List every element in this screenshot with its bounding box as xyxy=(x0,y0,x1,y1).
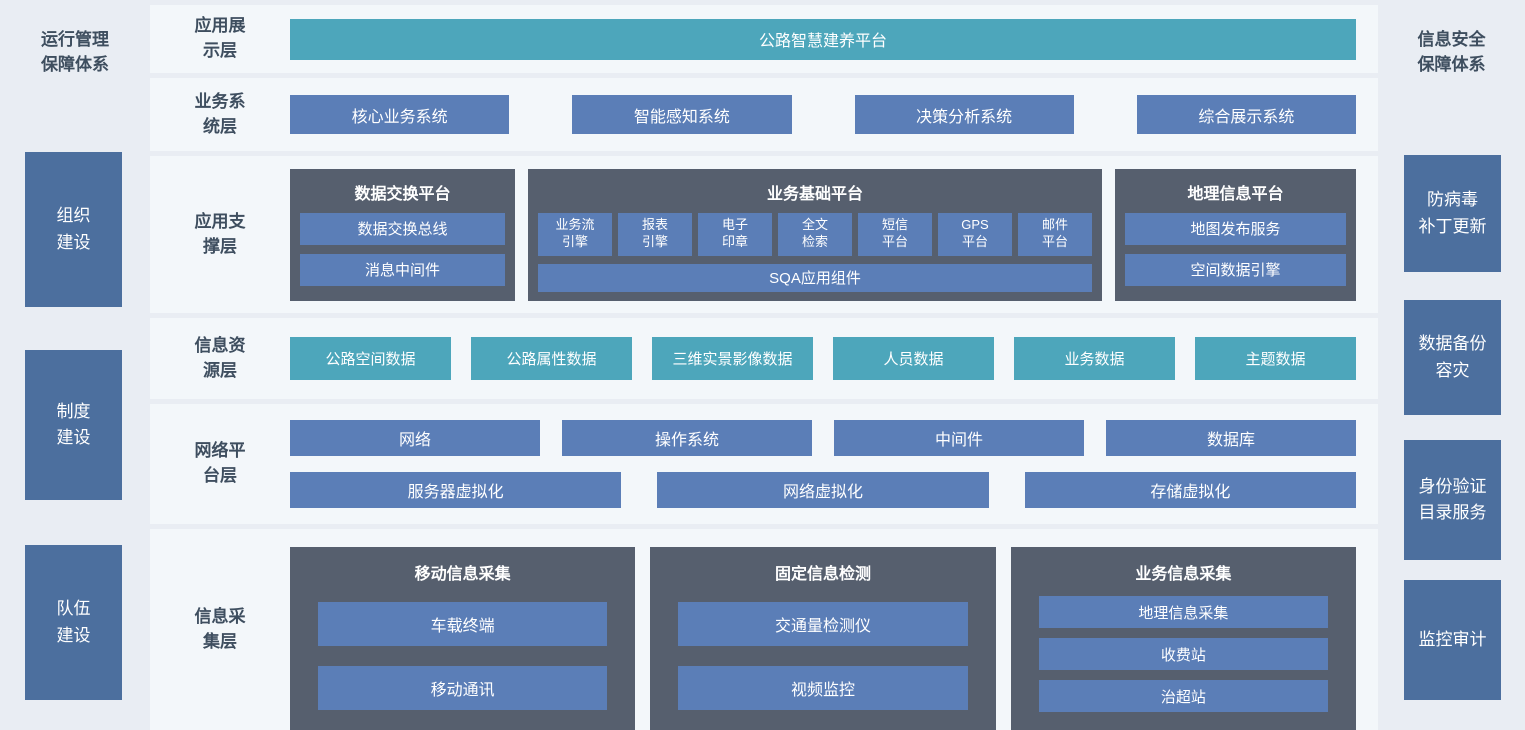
exchange-bus-box: 数据交换总线 xyxy=(300,212,505,245)
layer-display: 应用展 示层 公路智慧建养平台 xyxy=(150,5,1378,73)
right-pillar-item-antivirus: 防病毒 补丁更新 xyxy=(1404,155,1501,272)
group-fixed-detection-title: 固定信息检测 xyxy=(774,566,871,583)
personnel-data-box: 人员数据 xyxy=(833,337,994,380)
gis-collection-box: 地理信息采集 xyxy=(1038,596,1328,628)
group-mobile-collection-title: 移动信息采集 xyxy=(414,566,511,583)
overload-station-box: 治超站 xyxy=(1038,680,1328,712)
left-pillar-item-team: 队伍 建设 xyxy=(25,545,122,700)
left-pillar-item-institution: 制度 建设 xyxy=(25,350,122,500)
video-surveillance-box: 视频监控 xyxy=(678,666,968,710)
layer-support-content: 数据交换平台 数据交换总线 消息中间件 业务基础平台 业务流 引擎 报表 引擎 … xyxy=(290,156,1378,313)
business-system-display: 综合展示系统 xyxy=(1136,95,1356,134)
layer-resource-label: 信息资 源层 xyxy=(194,335,246,380)
layer-network-label: 网络平 台层 xyxy=(194,441,246,485)
group-fixed-detection: 固定信息检测 交通量检测仪 视频监控 xyxy=(650,547,996,730)
network-virtualization-box: 网络虚拟化 xyxy=(657,472,989,508)
right-pillar-title: 信息安全 保障体系 xyxy=(1417,30,1486,74)
group-mobile-collection: 移动信息采集 车载终端 移动通讯 xyxy=(290,547,636,730)
group-business-foundation-title: 业务基础平台 xyxy=(766,185,863,203)
gps-platform-box: GPS 平台 xyxy=(938,212,1012,256)
report-engine-box: 报表 引擎 xyxy=(618,212,692,256)
left-pillar: 运行管理 保障体系 组织 建设 制度 建设 队伍 建设 xyxy=(0,0,150,730)
business-data-box: 业务数据 xyxy=(1014,337,1175,380)
server-virtualization-box: 服务器虚拟化 xyxy=(290,472,622,508)
layer-support-label: 应用支 撑层 xyxy=(194,211,246,256)
layer-network-content: 网络 操作系统 中间件 数据库 服务器虚拟化 网络虚拟化 存储虚拟化 xyxy=(290,404,1378,524)
platform-banner: 公路智慧建养平台 xyxy=(290,18,1356,60)
network-box: 网络 xyxy=(290,420,540,456)
os-box: 操作系统 xyxy=(562,420,812,456)
layer-stack: 应用展 示层 公路智慧建养平台 业务系 统层 核心业务系统 智能感知系统 决策分… xyxy=(150,0,1378,730)
fulltext-search-box: 全文 检索 xyxy=(778,212,852,256)
group-business-collection-title: 业务信息采集 xyxy=(1135,566,1232,583)
map-publish-box: 地图发布服务 xyxy=(1125,212,1346,245)
group-business-foundation: 业务基础平台 业务流 引擎 报表 引擎 电子 印章 全文 检索 短信 平台 GP… xyxy=(528,168,1102,301)
right-pillar-item-audit: 监控审计 xyxy=(1404,580,1501,700)
layer-resource-content: 公路空间数据 公路属性数据 三维实景影像数据 人员数据 业务数据 主题数据 xyxy=(290,318,1378,399)
left-pillar-item-organization: 组织 建设 xyxy=(25,152,122,307)
road-attribute-data-box: 公路属性数据 xyxy=(471,337,632,380)
layer-collection-label: 信息采 集层 xyxy=(194,606,246,651)
mobile-comm-box: 移动通讯 xyxy=(318,666,608,710)
road-spatial-data-box: 公路空间数据 xyxy=(290,337,451,380)
workflow-engine-box: 业务流 引擎 xyxy=(538,212,612,256)
right-pillar-item-identity: 身份验证 目录服务 xyxy=(1404,440,1501,560)
business-system-sensing: 智能感知系统 xyxy=(572,95,792,134)
middleware-box: 中间件 xyxy=(834,420,1084,456)
realscene-image-data-box: 三维实景影像数据 xyxy=(652,337,813,380)
storage-virtualization-box: 存储虚拟化 xyxy=(1024,472,1356,508)
layer-collection-content: 移动信息采集 车载终端 移动通讯 固定信息检测 交通量检测仪 视频监控 业务信息… xyxy=(290,529,1378,730)
network-row-2: 服务器虚拟化 网络虚拟化 存储虚拟化 xyxy=(290,472,1356,508)
sqa-component-bar: SQA应用组件 xyxy=(538,263,1092,292)
network-row-1: 网络 操作系统 中间件 数据库 xyxy=(290,420,1356,456)
layer-support: 应用支 撑层 数据交换平台 数据交换总线 消息中间件 业务基础平台 业务流 引擎… xyxy=(150,156,1378,313)
right-pillar: 信息安全 保障体系 防病毒 补丁更新 数据备份 容灾 身份验证 目录服务 监控审… xyxy=(1378,0,1525,730)
mail-platform-box: 邮件 平台 xyxy=(1018,212,1092,256)
layer-resource: 信息资 源层 公路空间数据 公路属性数据 三维实景影像数据 人员数据 业务数据 … xyxy=(150,318,1378,399)
layer-network: 网络平 台层 网络 操作系统 中间件 数据库 服务器虚拟化 网络虚拟化 存储虚拟… xyxy=(150,404,1378,524)
group-gis-platform-title: 地理信息平台 xyxy=(1187,185,1284,203)
right-pillar-item-backup: 数据备份 容灾 xyxy=(1404,300,1501,415)
layer-display-label: 应用展 示层 xyxy=(194,16,246,60)
group-data-exchange: 数据交换平台 数据交换总线 消息中间件 xyxy=(290,168,515,301)
toll-station-box: 收费站 xyxy=(1038,638,1328,670)
group-gis-platform: 地理信息平台 地图发布服务 空间数据引擎 xyxy=(1115,168,1356,301)
eseal-box: 电子 印章 xyxy=(698,212,772,256)
spatial-engine-box: 空间数据引擎 xyxy=(1125,253,1346,286)
group-data-exchange-title: 数据交换平台 xyxy=(354,185,451,203)
business-system-core: 核心业务系统 xyxy=(290,95,510,134)
message-middleware-box: 消息中间件 xyxy=(300,253,505,286)
layer-business-label: 业务系 统层 xyxy=(194,91,246,136)
engine-row: 业务流 引擎 报表 引擎 电子 印章 全文 检索 短信 平台 GPS 平台 邮件… xyxy=(538,212,1092,256)
layer-business: 业务系 统层 核心业务系统 智能感知系统 决策分析系统 综合展示系统 xyxy=(150,78,1378,151)
group-business-collection: 业务信息采集 地理信息采集 收费站 治超站 xyxy=(1010,547,1356,730)
layer-display-content: 公路智慧建养平台 xyxy=(290,5,1378,73)
layer-business-content: 核心业务系统 智能感知系统 决策分析系统 综合展示系统 xyxy=(290,78,1378,151)
traffic-detector-box: 交通量检测仪 xyxy=(678,602,968,646)
sms-platform-box: 短信 平台 xyxy=(858,212,932,256)
business-system-decision: 决策分析系统 xyxy=(854,95,1074,134)
layer-collection: 信息采 集层 移动信息采集 车载终端 移动通讯 固定信息检测 交通量检测仪 视频… xyxy=(150,529,1378,730)
database-box: 数据库 xyxy=(1106,420,1356,456)
vehicle-terminal-box: 车载终端 xyxy=(318,602,608,646)
theme-data-box: 主题数据 xyxy=(1195,337,1356,380)
left-pillar-title: 运行管理 保障体系 xyxy=(41,30,109,74)
